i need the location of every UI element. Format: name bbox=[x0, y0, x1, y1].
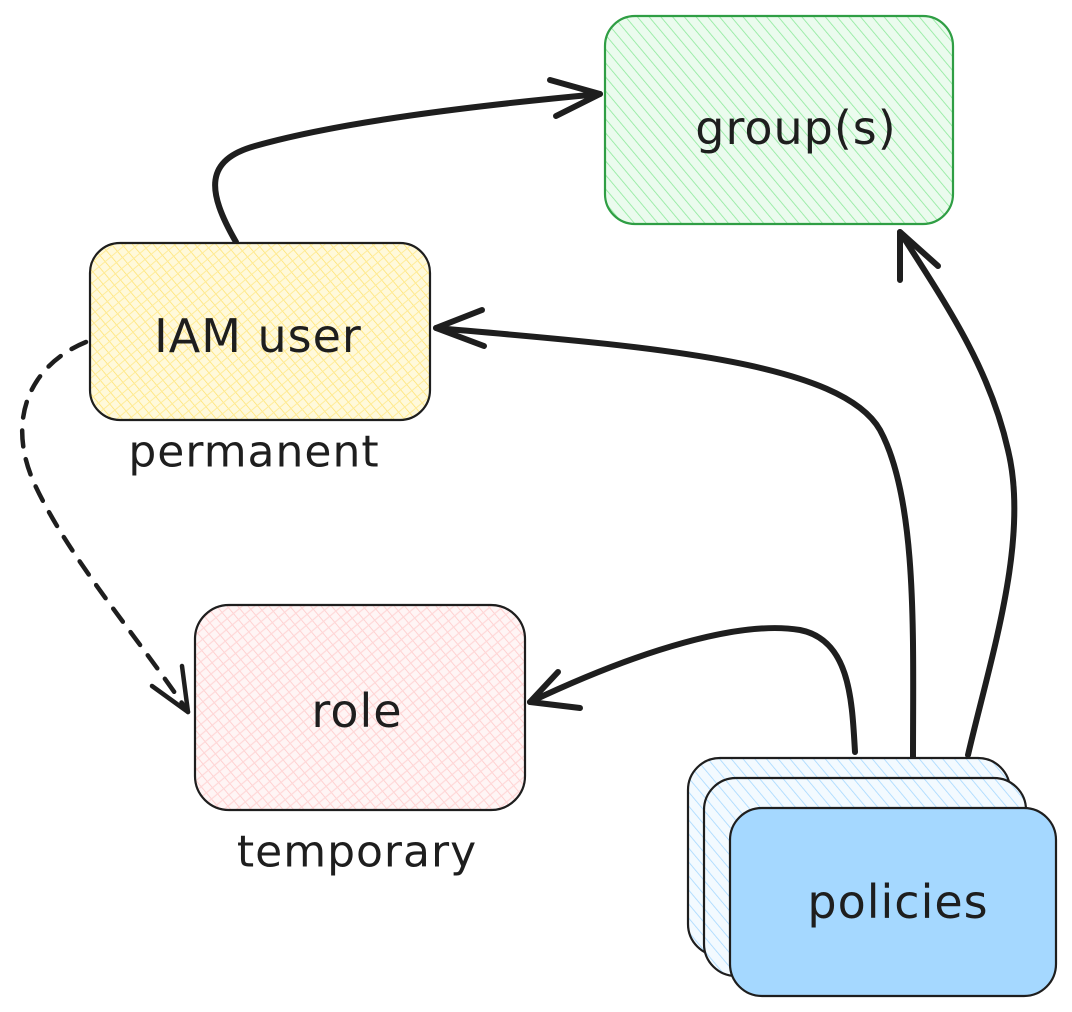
policies-label: policies bbox=[807, 875, 988, 929]
edge-policies-to-groups bbox=[897, 229, 1018, 758]
role-label: role bbox=[311, 684, 402, 738]
edge-iam-user-to-groups bbox=[212, 77, 603, 245]
policies-front-card bbox=[728, 806, 1058, 998]
role-caption: temporary bbox=[237, 827, 477, 878]
role-box[interactable]: role bbox=[193, 603, 527, 812]
edge-policies-to-role bbox=[527, 625, 858, 755]
edge-policies-to-iam-user bbox=[433, 307, 917, 761]
groups-label: group(s) bbox=[695, 101, 896, 155]
iam-user-label: IAM user bbox=[154, 309, 362, 363]
groups-box[interactable]: group(s) bbox=[603, 14, 955, 226]
iam-user-caption: permanent bbox=[128, 427, 379, 478]
policies-stack[interactable]: policies bbox=[686, 756, 1058, 998]
edge-iam-user-to-role-dashed bbox=[19, 339, 191, 715]
iam-user-box[interactable]: IAM user bbox=[88, 241, 432, 422]
